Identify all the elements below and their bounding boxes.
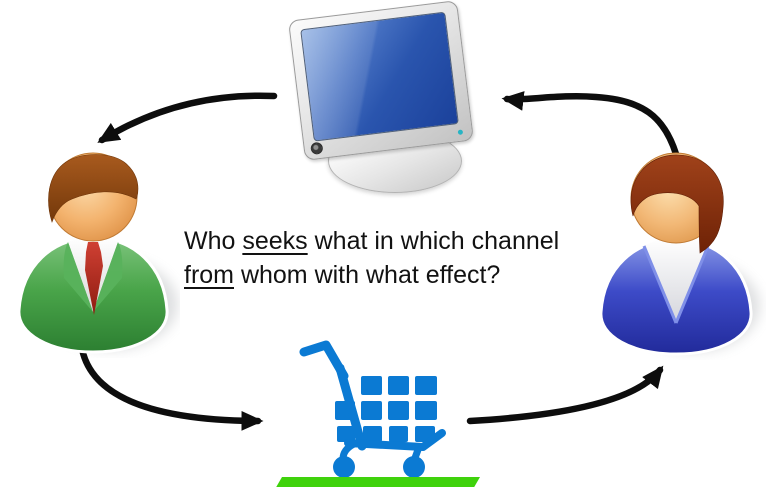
person-blue-suit-icon <box>599 152 760 356</box>
green-ground-bar <box>276 477 480 487</box>
q1-pre: Who <box>184 227 243 255</box>
power-led <box>457 129 464 135</box>
q2-post: whom with what effect? <box>234 261 501 289</box>
question-text: Who seeks what in which channel from who… <box>184 224 559 292</box>
right-lapel <box>93 242 123 312</box>
power-button-icon <box>310 141 324 156</box>
cart-right-wheel <box>403 456 425 478</box>
computer-monitor-icon <box>278 0 484 198</box>
arrow-monitor-to-left-person <box>97 92 278 144</box>
arrow-cart-to-right-person <box>466 365 664 425</box>
right-person-hair <box>630 154 724 254</box>
left-lapel <box>63 242 93 312</box>
shopping-cart-icon <box>299 340 446 478</box>
white-blouse <box>644 238 708 323</box>
cart-left-wheel <box>333 456 355 478</box>
blouse-lapel-highlight <box>642 245 710 324</box>
q2-underlined-word: from <box>184 261 234 289</box>
question-line-1: Who seeks what in which channel <box>184 224 559 258</box>
cart-basket-grid <box>335 376 437 442</box>
q1-post: what in which channel <box>307 227 560 255</box>
red-tie <box>85 242 103 315</box>
question-line-2: from whom with what effect? <box>184 258 559 292</box>
arrow-right-person-to-monitor <box>501 91 680 158</box>
q1-underlined-word: seeks <box>242 227 308 255</box>
cart-front-bar <box>335 363 367 451</box>
arrow-left-person-to-cart <box>78 345 264 431</box>
monitor-screen <box>300 11 459 142</box>
person-green-suit-icon <box>17 152 178 354</box>
cart-bottom-rail <box>344 429 446 451</box>
monitor-bezel <box>288 0 474 161</box>
left-person-hair <box>48 154 139 223</box>
screen-glare <box>301 12 458 141</box>
